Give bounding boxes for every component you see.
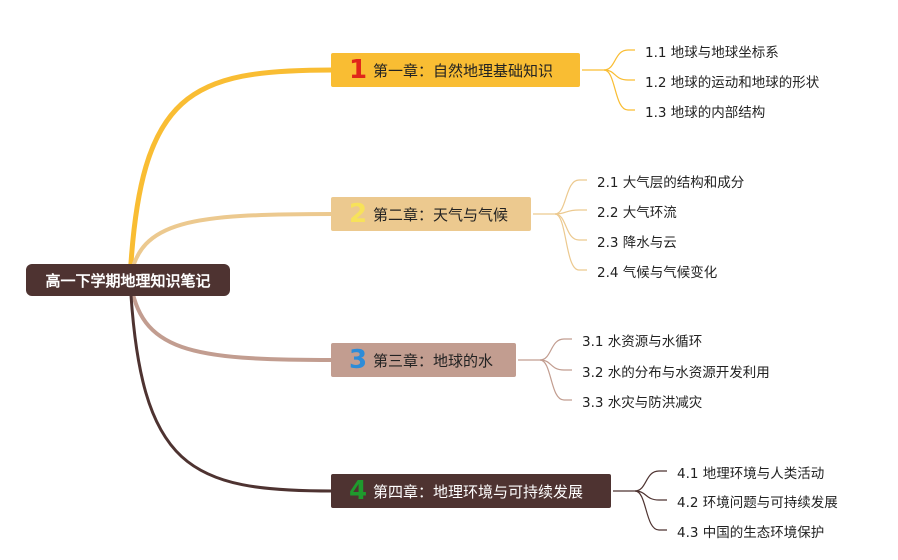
- topic-connector: [539, 359, 572, 371]
- topic-item[interactable]: 4.2 环境问题与可持续发展: [677, 495, 838, 511]
- topic-connector: [554, 179, 587, 215]
- chapter-title-2: 第二章：天气与气候: [373, 205, 509, 224]
- chapter-number-4: 4: [348, 476, 368, 506]
- topic-item[interactable]: 3.3 水灾与防洪减灾: [582, 395, 703, 411]
- topic-connector: [554, 209, 587, 215]
- topic-connector: [603, 49, 635, 71]
- topic-item[interactable]: 3.2 水的分布与水资源开发利用: [582, 365, 770, 381]
- chapter-number-2: 2: [348, 199, 368, 229]
- topic-item[interactable]: 1.1 地球与地球坐标系: [645, 45, 779, 61]
- topic-connector: [603, 69, 635, 81]
- topic-connector: [539, 338, 572, 361]
- branch-connector-chapter-2: [128, 212, 335, 281]
- topic-connector: [554, 213, 587, 271]
- topic-item[interactable]: 2.3 降水与云: [597, 235, 677, 251]
- topic-item[interactable]: 2.4 气候与气候变化: [597, 265, 718, 281]
- topic-item[interactable]: 2.2 大气环流: [597, 205, 677, 221]
- root-topic-label: 高一下学期地理知识笔记: [45, 271, 211, 290]
- chapter-title-1: 第一章：自然地理基础知识: [373, 61, 554, 80]
- topic-item[interactable]: 2.1 大气层的结构和成分: [597, 175, 745, 191]
- topic-connector: [603, 69, 635, 111]
- branch-connector-chapter-3: [128, 277, 335, 362]
- branch-connector-chapter-4: [128, 277, 335, 493]
- chapter-number-1: 1: [348, 55, 368, 85]
- branch-connector-chapter-1: [127, 67, 336, 282]
- topic-item[interactable]: 1.3 地球的内部结构: [645, 105, 766, 121]
- chapter-node-3[interactable]: 3 第三章：地球的水: [331, 343, 516, 377]
- chapter-node-1[interactable]: 1 第一章：自然地理基础知识: [331, 53, 580, 87]
- topic-item[interactable]: 4.1 地理环境与人类活动: [677, 466, 825, 482]
- topic-connector: [634, 490, 667, 531]
- chapter-node-2[interactable]: 2 第二章：天气与气候: [331, 197, 531, 231]
- chapter-node-4[interactable]: 4 第四章：地理环境与可持续发展: [331, 474, 611, 508]
- chapter-title-3: 第三章：地球的水: [373, 351, 494, 370]
- topic-connector: [634, 470, 667, 492]
- chapter-title-4: 第四章：地理环境与可持续发展: [373, 482, 584, 501]
- topic-item[interactable]: 4.3 中国的生态环境保护: [677, 525, 825, 541]
- topic-connector: [634, 490, 667, 501]
- root-topic[interactable]: 高一下学期地理知识笔记: [26, 264, 230, 296]
- chapter-number-3: 3: [348, 345, 368, 375]
- topic-item[interactable]: 1.2 地球的运动和地球的形状: [645, 75, 820, 91]
- topic-item[interactable]: 3.1 水资源与水循环: [582, 334, 703, 350]
- topic-connector: [539, 359, 572, 401]
